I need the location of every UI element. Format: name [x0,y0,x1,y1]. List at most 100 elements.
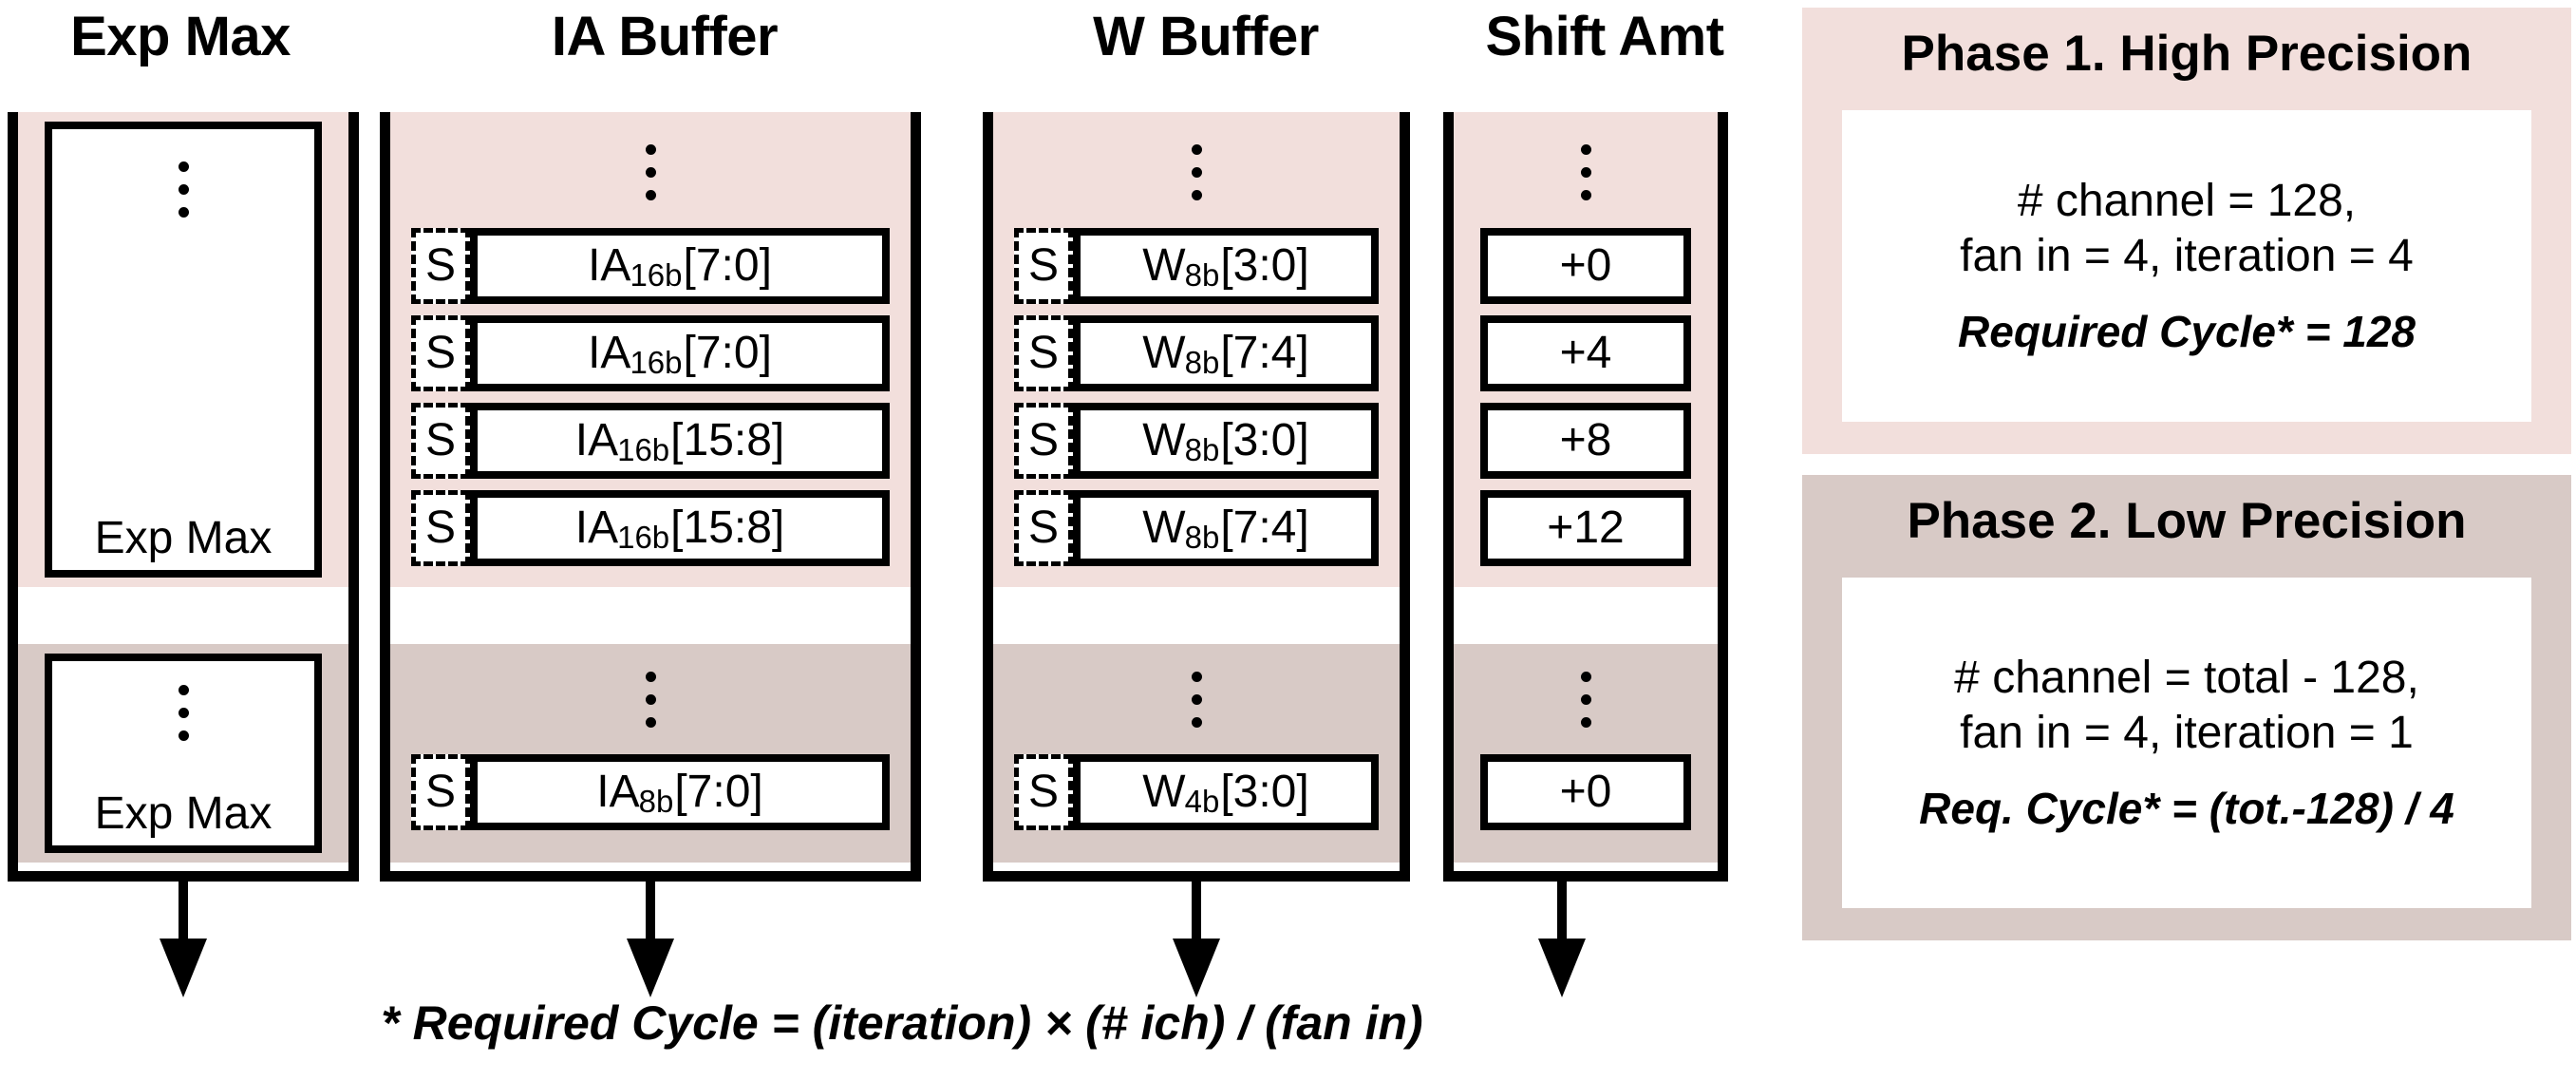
sign-bit-cell: S [1014,754,1073,830]
dot [1580,671,1591,682]
shift-amt-value: +0 [1480,228,1691,304]
value-base: W [1142,503,1186,553]
shift-amt-value: +8 [1480,403,1691,479]
value-range: [7:0] [683,240,772,291]
dot [1191,166,1202,178]
dot [645,143,656,155]
exp-max-high-label: Exp Max [94,512,273,563]
required-cycle-footnote: * Required Cycle = (iteration) × (# ich)… [381,996,1423,1050]
shift-amt-high-dots [1454,129,1718,215]
dot [1191,693,1202,705]
dot [645,189,656,200]
exp-max-buffer: Exp Max Exp Max [8,112,359,882]
value-base: IA [588,328,631,378]
dot [178,730,189,741]
phase-1-title: Phase 1. High Precision [1901,26,2473,82]
value-range: [7:4] [1220,503,1309,553]
phase-1-panel: Phase 1. High Precision # channel = 128,… [1802,8,2571,454]
value-range: [7:0] [674,767,763,817]
phase-2-body: # channel = total - 128, fan in = 4, ite… [1842,578,2531,908]
exp-max-high-dots [52,146,314,232]
dot [645,671,656,682]
phase-2-line-2: fan in = 4, iteration = 1 [1960,708,2414,759]
w-buffer-output-arrow [1173,882,1220,997]
dot [1191,716,1202,728]
exp-max-low-label: Exp Max [94,787,273,839]
dot [1191,189,1202,200]
sign-bit-cell: S [411,403,470,479]
shift-amt-value: +0 [1480,754,1691,830]
value-range: [7:4] [1220,328,1309,378]
dot [1580,143,1591,155]
shift-amt-buffer: +0 +4 +8 +12 +0 [1443,112,1728,882]
dot [1191,671,1202,682]
value-subscript: 8b [638,783,674,819]
value-subscript: 8b [1184,519,1220,555]
column-title-w-buffer: W Buffer [1093,6,1319,67]
sign-bit-cell: S [1014,228,1073,304]
dot [645,166,656,178]
exp-max-low-dots [52,674,314,750]
column-title-exp-max: Exp Max [70,6,291,67]
sign-bit-cell: S [1014,490,1073,566]
column-title-ia-buffer: IA Buffer [551,6,779,67]
value-base: W [1142,240,1186,291]
value-subscript: 8b [1184,344,1220,380]
phase-1-line-1: # channel = 128, [2017,175,2357,226]
exp-max-high-box: Exp Max [45,122,322,578]
value-range: [3:0] [1220,415,1309,465]
value-range: [3:0] [1220,240,1309,291]
shift-amt-low-dots [1454,661,1718,737]
value-subscript: 16b [617,519,670,555]
shift-amt-output-arrow [1538,882,1586,997]
dot [1580,166,1591,178]
w-buffer-high-dots [993,129,1400,215]
value-base: W [1142,415,1186,465]
value-subscript: 16b [630,256,683,293]
dot [645,693,656,705]
sign-bit-cell: S [1014,315,1073,391]
phase-1-required-cycle: Required Cycle* = 128 [1958,306,2416,356]
sign-bit-cell: S [411,228,470,304]
sign-bit-cell: S [411,490,470,566]
dot [178,161,189,172]
dot [1191,143,1202,155]
value-base: IA [574,503,619,553]
value-base: W [1142,767,1186,817]
dot [1580,693,1591,705]
value-base: W [1142,328,1186,378]
value-subscript: 4b [1184,783,1220,819]
phase-1-body: # channel = 128, fan in = 4, iteration =… [1842,110,2531,422]
value-subscript: 16b [630,344,683,380]
value-range: [15:8] [670,503,785,553]
value-subscript: 8b [1184,431,1220,467]
ia-buffer-low-dots [390,661,911,737]
shift-amt-value: +4 [1480,315,1691,391]
w-buffer-low-dots [993,661,1400,737]
dot [645,716,656,728]
exp-max-output-arrow [160,882,207,997]
phase-2-title: Phase 2. Low Precision [1907,493,2467,549]
column-title-shift-amt: Shift Amt [1485,6,1724,67]
phase-2-required-cycle: Req. Cycle* = (tot.-128) / 4 [1919,783,2454,833]
ia-buffer-output-arrow [627,882,674,997]
phase-1-line-2: fan in = 4, iteration = 4 [1960,231,2414,282]
shift-amt-value: +12 [1480,490,1691,566]
